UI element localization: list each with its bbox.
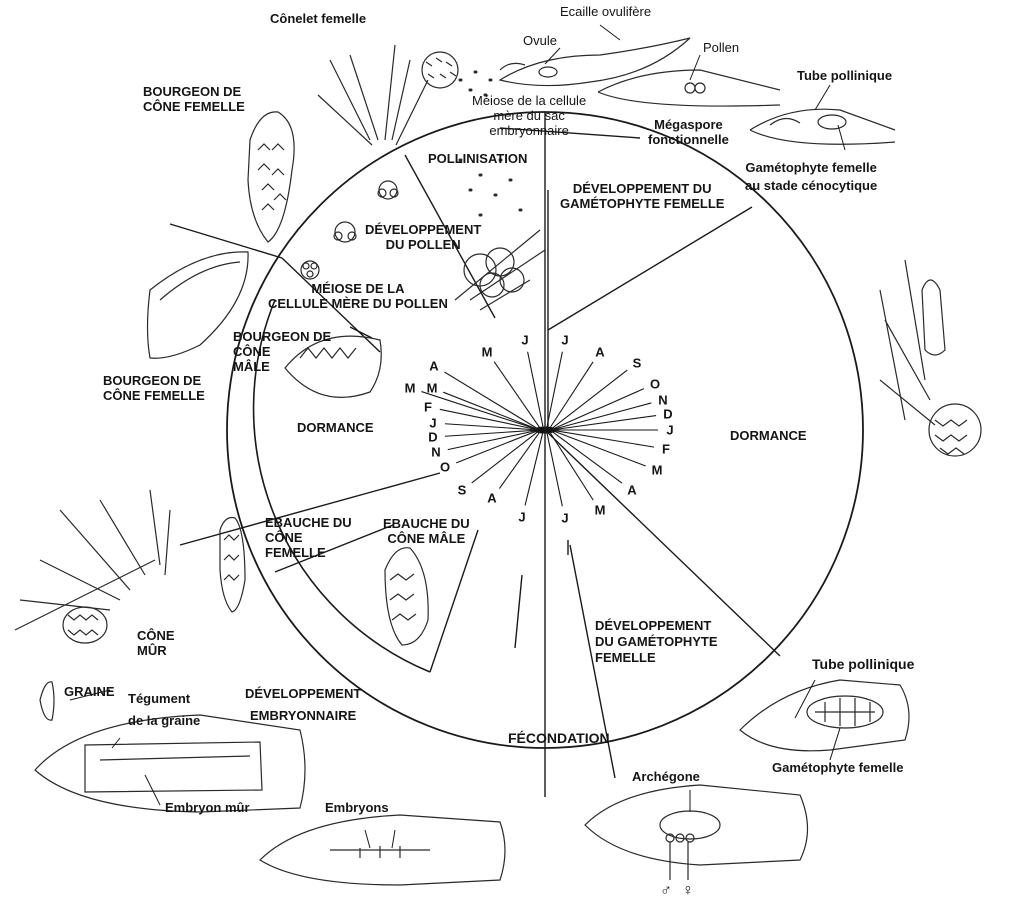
month-spoke [547,352,563,428]
month-label: D [663,408,672,421]
month-spoke [443,392,537,429]
month-label: M [595,504,606,517]
month-label: M [427,382,438,395]
label-meiose-pollen: MÉIOSE DE LA CELLULE MÈRE DU POLLEN [268,281,448,311]
month-label: A [429,360,438,373]
month-spoke [456,431,537,463]
month-label: J [521,334,528,347]
month-spoke [550,362,593,429]
month-label: S [633,357,642,370]
month-spoke [499,432,540,489]
label-gametophyte-cenocytique: Gamétophyte femelle au stade cénocytique [745,159,877,195]
month-label: J [518,511,525,524]
label-pollen: Pollen [703,40,739,55]
label-dev-embryonnaire: DÉVELOPPEMENT EMBRYONNAIRE [245,683,361,727]
month-label: J [666,424,673,437]
label-tegument: Tégument de la graine [128,688,200,732]
month-spoke [547,432,563,506]
month-label: F [662,443,670,456]
month-label: A [487,492,496,505]
female-symbol: ♀ [682,882,694,900]
label-embryon-mur: Embryon mûr [165,800,250,815]
label-gametophyte-femelle: Gamétophyte femelle [772,760,904,775]
label-ovule: Ovule [523,33,557,48]
label-dormance-left: DORMANCE [297,420,374,435]
month-label: S [458,484,467,497]
month-spoke [553,431,646,466]
label-dormance-right: DORMANCE [730,428,807,443]
month-label: A [595,346,604,359]
month-label: O [650,378,660,391]
month-label: O [440,461,450,474]
label-dev-gametophyte-top: DÉVELOPPEMENT DU GAMÉTOPHYTE FEMELLE [560,181,724,211]
month-label: J [561,334,568,347]
month-spoke [494,362,540,429]
label-megaspore: Mégaspore fonctionnelle [648,117,729,147]
month-label: N [658,394,667,407]
label-ecaille: Ecaille ovulifère [560,4,651,19]
male-symbol: ♂ [660,882,672,900]
month-label: J [561,512,568,525]
label-conelet-femelle: Cônelet femelle [270,11,366,26]
label-cone-mur: CÔNE MÛR [137,628,175,658]
label-ebauche-male: EBAUCHE DU CÔNE MÂLE [383,516,470,546]
label-archegone: Archégone [632,769,700,784]
label-dev-pollen: DÉVELOPPEMENT DU POLLEN [365,222,481,252]
month-label: M [405,382,416,395]
label-fecondation: FÉCONDATION [508,730,610,747]
label-bourgeon-femelle-left: BOURGEON DE CÔNE FEMELLE [103,373,205,403]
month-label: A [627,484,636,497]
month-spoke [528,352,544,428]
month-label: F [424,401,432,414]
label-tube-pollinique-bottom: Tube pollinique [812,657,914,672]
label-tube-pollinique-top: Tube pollinique [797,68,892,83]
label-ebauche-femelle: EBAUCHE DU CÔNE FEMELLE [265,515,352,560]
label-graine: GRAINE [64,684,115,699]
month-label: M [482,346,493,359]
label-pollinisation: POLLINISATION [428,151,527,166]
label-meiose-sac: Méiose de la cellule mère du sac embryon… [472,93,586,138]
month-spoke [525,432,543,505]
month-spoke [550,432,594,500]
month-spoke [472,431,539,483]
month-label: J [429,417,436,430]
month-label: D [428,431,437,444]
label-embryons: Embryons [325,800,389,815]
month-spoke [552,431,623,483]
label-bourgeon-cone-male: BOURGEON DE CÔNE MÂLE [233,329,331,374]
month-label: N [431,446,440,459]
month-spoke [553,430,654,447]
month-spoke [421,392,537,430]
label-bourgeon-femelle-top: BOURGEON DE CÔNE FEMELLE [143,84,245,114]
month-label: M [652,464,663,477]
label-dev-gametophyte-bottom: DÉVELOPPEMENT DU GAMÉTOPHYTE FEMELLE [595,618,718,666]
